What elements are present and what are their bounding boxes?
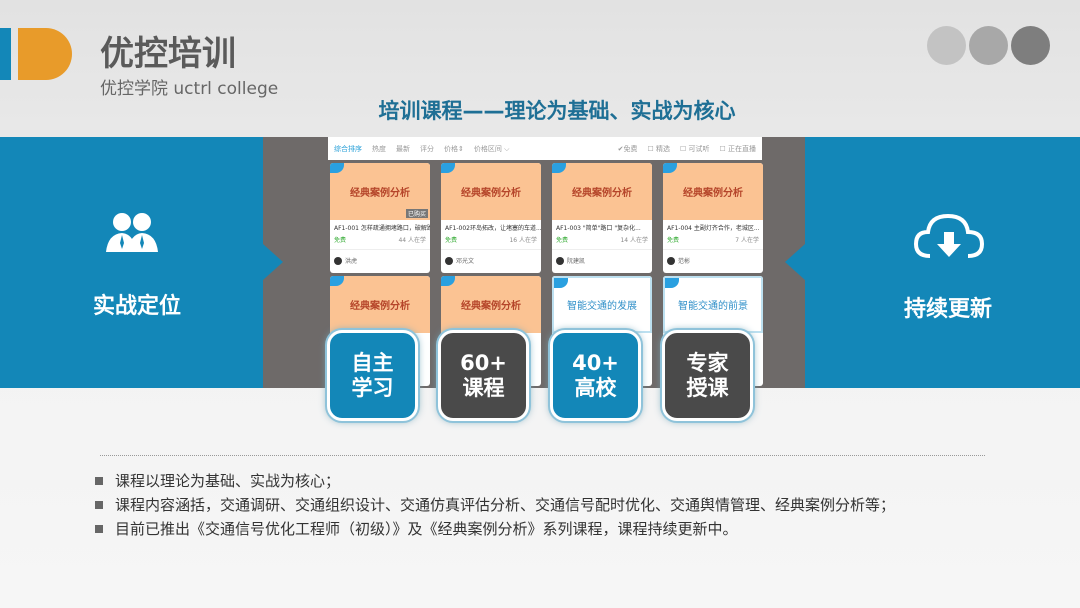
- course-price: 免费: [556, 237, 569, 244]
- badge-corner: [552, 163, 566, 173]
- slide-title: 优控培训: [100, 34, 236, 74]
- course-thumbnail: 经典案例分析: [441, 163, 541, 220]
- badge-corner: [554, 278, 568, 288]
- nav-dot-1: [927, 26, 966, 65]
- nav-dot-2: [969, 26, 1008, 65]
- thumbnail-title: 经典案例分析: [572, 188, 632, 199]
- left-arrow-notch: [263, 244, 283, 280]
- course-price: 免费: [445, 237, 458, 244]
- left-panel-label: 实战定位: [92, 294, 181, 319]
- logo-d-shape: [18, 28, 72, 80]
- bullet-text: 课程以理论为基础、实战为核心；: [115, 472, 341, 490]
- course-title[interactable]: AF1-002环岛拓改，让堵塞的车道...: [445, 225, 541, 232]
- slide-subtitle: 优控学院 uctrl college: [100, 79, 279, 99]
- learner-count: 7 人在学: [735, 237, 759, 244]
- filter-option[interactable]: ☐ 可试听: [679, 144, 710, 153]
- course-thumbnail: 智能交通的前景: [663, 276, 763, 333]
- thumbnail-title: 经典案例分析: [461, 188, 521, 199]
- author-avatar: [334, 256, 342, 265]
- feature-badge: 专家 授课: [662, 330, 753, 421]
- badge-corner: [663, 163, 677, 173]
- thumbnail-title: 经典案例分析: [350, 188, 410, 199]
- bullet-item: 课程以理论为基础、实战为核心；: [95, 470, 340, 491]
- sort-toolbar: 综合排序 热度 最新 评分 价格⇕ 价格区间 ⌵ ✔免费 ☐ 精选 ☐ 可试听 ☐ 正在直播: [328, 137, 762, 160]
- sort-option[interactable]: 评分: [420, 144, 434, 153]
- sort-option[interactable]: 综合排序: [334, 144, 362, 153]
- purchased-tag: 已购买: [405, 209, 428, 218]
- learner-count: 14 人在学: [620, 237, 648, 244]
- course-thumbnail: 智能交通的发展: [552, 276, 652, 333]
- bullet-text: 目前已推出《交通信号优化工程师（初级）》及《经典案例分析》系列课程，课程持续更新…: [115, 520, 738, 538]
- course-thumbnail: 经典案例分析已购买: [330, 163, 430, 220]
- course-title[interactable]: AF1-003 "简单"路口 "复杂化...: [556, 225, 641, 232]
- author-name: 阮建凯: [567, 258, 586, 265]
- badge-corner: [330, 163, 344, 173]
- feature-badge: 40+ 高校: [550, 330, 641, 421]
- author-name: 范彬: [678, 258, 691, 265]
- sort-option[interactable]: 价格区间 ⌵: [473, 144, 510, 153]
- author-avatar: [556, 256, 564, 265]
- badge-corner: [665, 278, 679, 288]
- bullet-text: 课程内容涵括，交通调研、交通组织设计、交通仿真评估分析、交通信号配时优化、交通舆…: [115, 496, 896, 514]
- badge-corner: [441, 276, 455, 286]
- course-thumbnail: 经典案例分析: [441, 276, 541, 333]
- sort-option[interactable]: 价格⇕: [444, 144, 464, 153]
- learner-count: 16 人在学: [509, 237, 537, 244]
- course-card[interactable]: 经典案例分析 AF1-002环岛拓改，让堵塞的车道... 免费 16 人在学邓光文: [441, 163, 541, 273]
- users-icon: [106, 213, 158, 252]
- thumbnail-title: 智能交通的发展: [567, 301, 637, 312]
- course-title[interactable]: AF1-004 主副灯齐合作，老城区...: [667, 225, 760, 232]
- author-name: 洪虎: [345, 258, 358, 265]
- author-name: 邓光文: [456, 258, 475, 265]
- course-card[interactable]: 经典案例分析 AF1-003 "简单"路口 "复杂化... 免费 14 人在学阮建凯: [552, 163, 652, 273]
- course-price: 免费: [667, 237, 680, 244]
- filter-option[interactable]: ✔免费: [617, 144, 638, 153]
- course-thumbnail: 经典案例分析: [330, 276, 430, 333]
- nav-dot-3: [1011, 26, 1050, 65]
- course-thumbnail: 经典案例分析: [552, 163, 652, 220]
- course-thumbnail: 经典案例分析: [663, 163, 763, 220]
- course-title[interactable]: AF1-001 怎样疏通拥堵路口，破解路口...: [334, 225, 430, 232]
- bullet-item: 目前已推出《交通信号优化工程师（初级）》及《经典案例分析》系列课程，课程持续更新…: [95, 518, 738, 539]
- cloud-download-icon: [913, 213, 985, 258]
- filter-option[interactable]: ☐ 正在直播: [719, 144, 756, 153]
- thumbnail-title: 经典案例分析: [683, 188, 743, 199]
- badge-corner: [330, 276, 344, 286]
- sort-option[interactable]: 最新: [396, 144, 410, 153]
- learner-count: 44 人在学: [398, 237, 426, 244]
- author-avatar: [667, 256, 675, 265]
- thumbnail-title: 经典案例分析: [350, 301, 410, 312]
- feature-badge: 60+ 课程: [438, 330, 529, 421]
- course-price: 免费: [334, 237, 347, 244]
- logo-bar: [0, 28, 11, 80]
- feature-badge: 自主 学习: [327, 330, 418, 421]
- thumbnail-title: 智能交通的前景: [678, 301, 748, 312]
- section-heading: 培训课程——理论为基础、实战为核心: [378, 99, 736, 123]
- author-avatar: [445, 256, 453, 265]
- badge-corner: [441, 163, 455, 173]
- divider: [100, 455, 985, 456]
- course-card[interactable]: 经典案例分析 AF1-004 主副灯齐合作，老城区... 免费 7 人在学范彬: [663, 163, 763, 273]
- bullet-item: 课程内容涵括，交通调研、交通组织设计、交通仿真评估分析、交通信号配时优化、交通舆…: [95, 494, 895, 515]
- right-panel-label: 持续更新: [903, 297, 992, 322]
- thumbnail-title: 经典案例分析: [461, 301, 521, 312]
- sort-option[interactable]: 热度: [372, 144, 386, 153]
- filter-option[interactable]: ☐ 精选: [647, 144, 670, 153]
- right-arrow-notch: [785, 244, 805, 280]
